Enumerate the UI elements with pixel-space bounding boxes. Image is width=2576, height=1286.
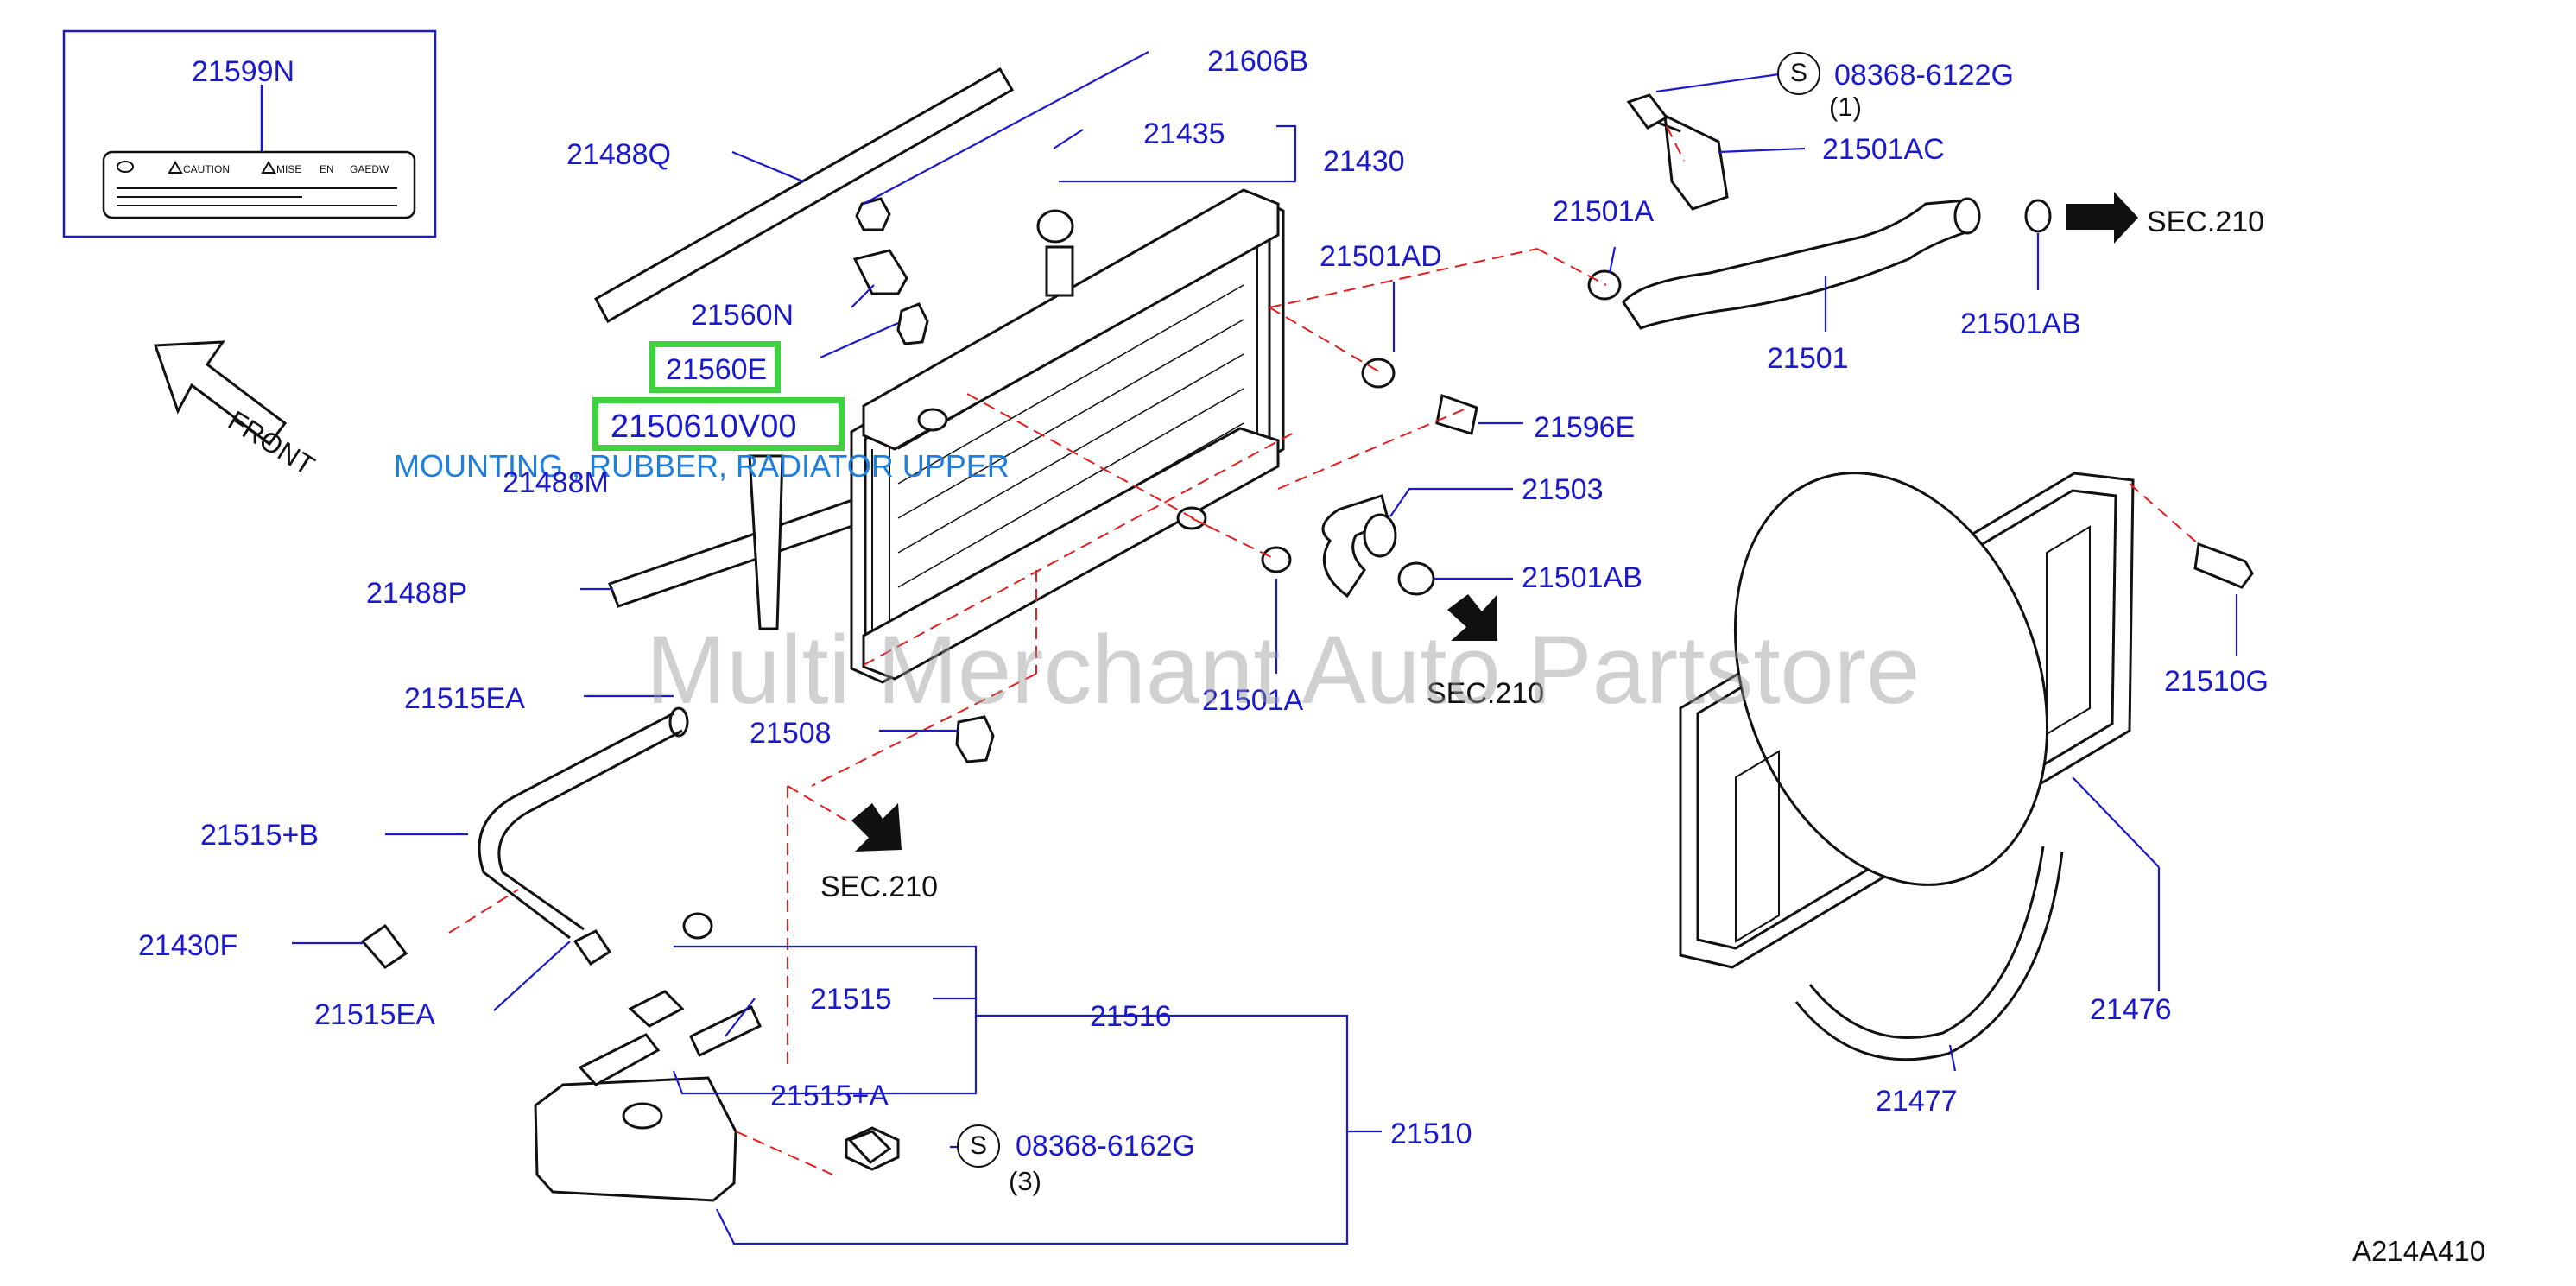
watermark: Multi Merchant Auto Partstore <box>646 616 1921 724</box>
part-21596E-label[interactable]: 21596E <box>1534 411 1636 444</box>
part-21501A-mid-label[interactable]: 21501A <box>1202 684 1304 717</box>
part-21516-label[interactable]: 21516 <box>1090 1000 1172 1033</box>
part-21599N-label[interactable]: 21599N <box>192 55 295 88</box>
screw-symbol-icon-upper: S <box>1777 52 1820 95</box>
fan-shroud <box>1679 472 2135 969</box>
part-tooltip: MOUNTING , RUBBER, RADIATOR UPPER <box>394 448 1010 484</box>
leader-lines <box>292 51 2238 1245</box>
seal-strips <box>593 67 1015 630</box>
part-21501-label[interactable]: 21501 <box>1767 342 1849 375</box>
part-21501AC-label[interactable]: 21501AC <box>1822 133 1945 166</box>
part-21510-label[interactable]: 21510 <box>1390 1118 1472 1150</box>
part-21515B-label[interactable]: 21515+B <box>200 819 320 852</box>
part-21501AD-label[interactable]: 21501AD <box>1320 240 1442 273</box>
quantity-3-label: (3) <box>1009 1166 1041 1196</box>
part-21560E-label[interactable]: 21560E <box>666 353 768 386</box>
caution-label-mise: MISE <box>276 163 301 175</box>
radiator-drawing <box>850 188 1285 684</box>
part-21510G-label[interactable]: 21510G <box>2164 665 2269 698</box>
upper-hose <box>1587 113 2052 330</box>
part-08368-6122G-label[interactable]: 08368-6122G <box>1834 59 2014 92</box>
part-21430-label[interactable]: 21430 <box>1323 145 1405 178</box>
part-2150610V00-label[interactable]: 2150610V00 <box>611 409 797 445</box>
part-21515EA-top-label[interactable]: 21515EA <box>404 682 525 715</box>
part-21501AB-mid-label[interactable]: 21501AB <box>1522 561 1642 594</box>
part-21501AB-top-label[interactable]: 21501AB <box>1960 307 2081 340</box>
sec-210-middle-label[interactable]: SEC.210 <box>1427 677 1545 710</box>
part-21606B-label[interactable]: 21606B <box>1207 45 1309 78</box>
part-21515EA-bottom-label[interactable]: 21515EA <box>314 998 435 1031</box>
bolts <box>847 93 2254 1164</box>
part-21430F-label[interactable]: 21430F <box>138 929 238 962</box>
highlight-21560E[interactable]: 21560E <box>649 341 781 393</box>
caution-label-inset: CAUTION MISE EN GAEDW <box>62 29 437 238</box>
screw-symbol-icon-lower: S <box>957 1124 1000 1168</box>
part-21435-label[interactable]: 21435 <box>1143 117 1225 150</box>
part-21515-label[interactable]: 21515 <box>810 983 892 1016</box>
overflow-hose <box>360 706 689 969</box>
sec-arrows <box>851 192 2138 852</box>
sec-210-top-right-label[interactable]: SEC.210 <box>2147 206 2265 238</box>
part-21503-label[interactable]: 21503 <box>1522 473 1604 506</box>
lower-hose <box>1261 358 1478 599</box>
part-21488P-label[interactable]: 21488P <box>366 577 468 610</box>
sec-210-bottom-left-label[interactable]: SEC.210 <box>820 871 939 903</box>
part-21477-label[interactable]: 21477 <box>1876 1085 1958 1118</box>
part-08368-6162G-label[interactable]: 08368-6162G <box>1016 1130 1195 1162</box>
caution-label-en: EN <box>320 163 334 175</box>
part-21560N-label[interactable]: 21560N <box>691 299 794 332</box>
lower-shroud <box>1794 846 2064 1061</box>
quantity-1-label: (1) <box>1829 92 1862 122</box>
part-21501A-top-label[interactable]: 21501A <box>1553 195 1655 228</box>
part-21476-label[interactable]: 21476 <box>2090 993 2172 1026</box>
highlight-2150610V00[interactable]: 2150610V00 <box>592 397 845 451</box>
caution-label-caution: CAUTION <box>183 163 230 175</box>
small-parts <box>682 197 1074 940</box>
front-arrow-icon <box>153 340 288 447</box>
dashed-connection-lines <box>448 125 2199 1175</box>
diagram-code: A214A410 <box>2352 1235 2486 1267</box>
part-21515A-label[interactable]: 21515+A <box>770 1080 889 1112</box>
part-21508-label[interactable]: 21508 <box>750 717 832 750</box>
caution-label-gaedw: GAEDW <box>350 163 389 175</box>
part-21488M-label[interactable]: 21488M <box>503 466 609 499</box>
part-21488Q-label[interactable]: 21488Q <box>566 138 671 171</box>
reservoir-tank <box>534 990 900 1202</box>
